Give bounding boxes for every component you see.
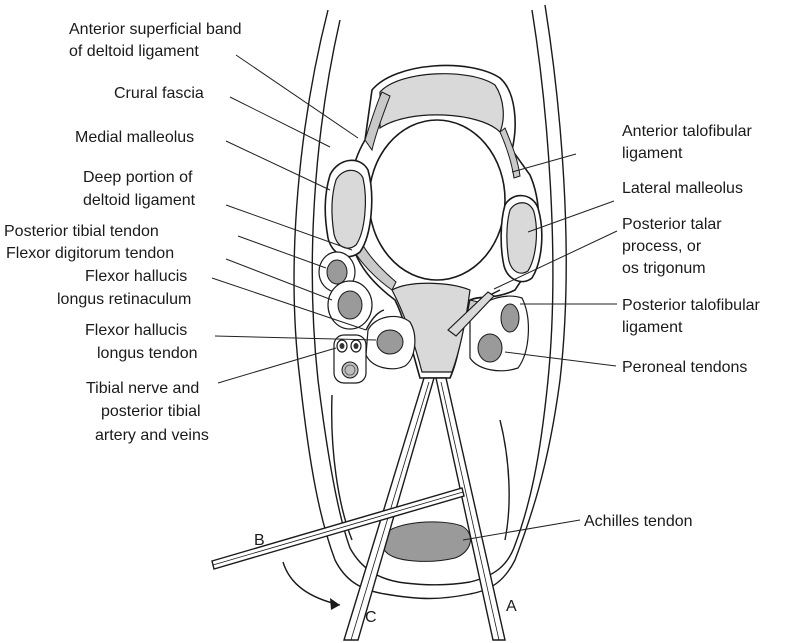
label-tibial-nerve-3: artery and veins [95,427,209,444]
achilles-tendon [381,522,470,562]
label-tibial-nerve-1: Tibial nerve and [86,380,199,397]
flexor-digitorum-tendon [338,291,362,319]
label-fhl-retinaculum-1: Flexor hallucis [85,268,187,285]
label-posterior-tibial-tendon: Posterior tibial tendon [4,223,159,240]
label-ptfl-2: ligament [622,319,683,336]
fhl-tendon [377,330,403,354]
posterior-tibial-tendon [327,260,347,284]
label-posterior-talar-2: process, or [622,238,702,255]
medial-malleolus [325,160,372,256]
right-labels: Anterior talofibular ligament Lateral ma… [584,123,761,530]
label-crural-fascia: Crural fascia [114,85,204,102]
label-deep-deltoid-1: Deep portion of [83,169,193,186]
label-achilles-tendon: Achilles tendon [584,513,693,530]
label-flexor-digitorum-tendon: Flexor digitorum tendon [6,245,174,262]
label-fhl-tendon-2: longus tendon [97,345,198,362]
label-atfl-1: Anterior talofibular [622,123,753,140]
label-fhl-tendon-1: Flexor hallucis [85,322,187,339]
label-anterior-superficial-band-2: of deltoid ligament [69,43,199,60]
lateral-malleolus [501,196,542,282]
label-medial-malleolus: Medial malleolus [75,129,194,146]
label-anterior-superficial-band-1: Anterior superficial band [69,21,242,38]
neurovascular-bundle [334,335,366,383]
left-labels: Anterior superficial band of deltoid lig… [4,21,242,444]
label-tibial-nerve-2: posterior tibial [101,403,201,420]
talar-dome [369,120,505,280]
portal-label-a: A [506,598,517,615]
label-posterior-talar-3: os trigonum [622,260,706,277]
label-posterior-talar-1: Posterior talar [622,216,722,233]
label-lateral-malleolus: Lateral malleolus [622,180,743,197]
rotation-arrow [283,562,340,610]
label-atfl-2: ligament [622,145,683,162]
label-peroneal-tendons: Peroneal tendons [622,359,747,376]
label-fhl-retinaculum-2: longus retinaculum [57,291,191,308]
instrument-a [436,378,505,640]
label-ptfl-1: Posterior talofibular [622,297,761,314]
portal-label-c: C [365,609,377,626]
label-deep-deltoid-2: deltoid ligament [83,192,196,209]
portal-label-b: B [254,532,265,549]
